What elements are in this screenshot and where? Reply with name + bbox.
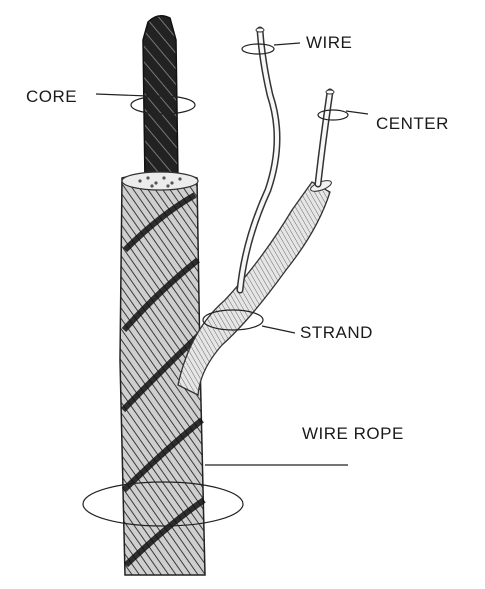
- label-core: CORE: [26, 87, 77, 107]
- center-wire-tip: [326, 90, 334, 94]
- rope-end-face: [122, 172, 198, 190]
- label-strand: STRAND: [300, 323, 373, 343]
- single-wire-tip: [256, 28, 264, 32]
- label-center: CENTER: [376, 114, 449, 134]
- core-shape: [143, 16, 178, 182]
- strand-shape: [178, 182, 330, 395]
- label-wire: WIRE: [306, 33, 352, 53]
- label-wire-rope: WIRE ROPE: [302, 424, 404, 444]
- center-wire-highlight: [318, 92, 330, 184]
